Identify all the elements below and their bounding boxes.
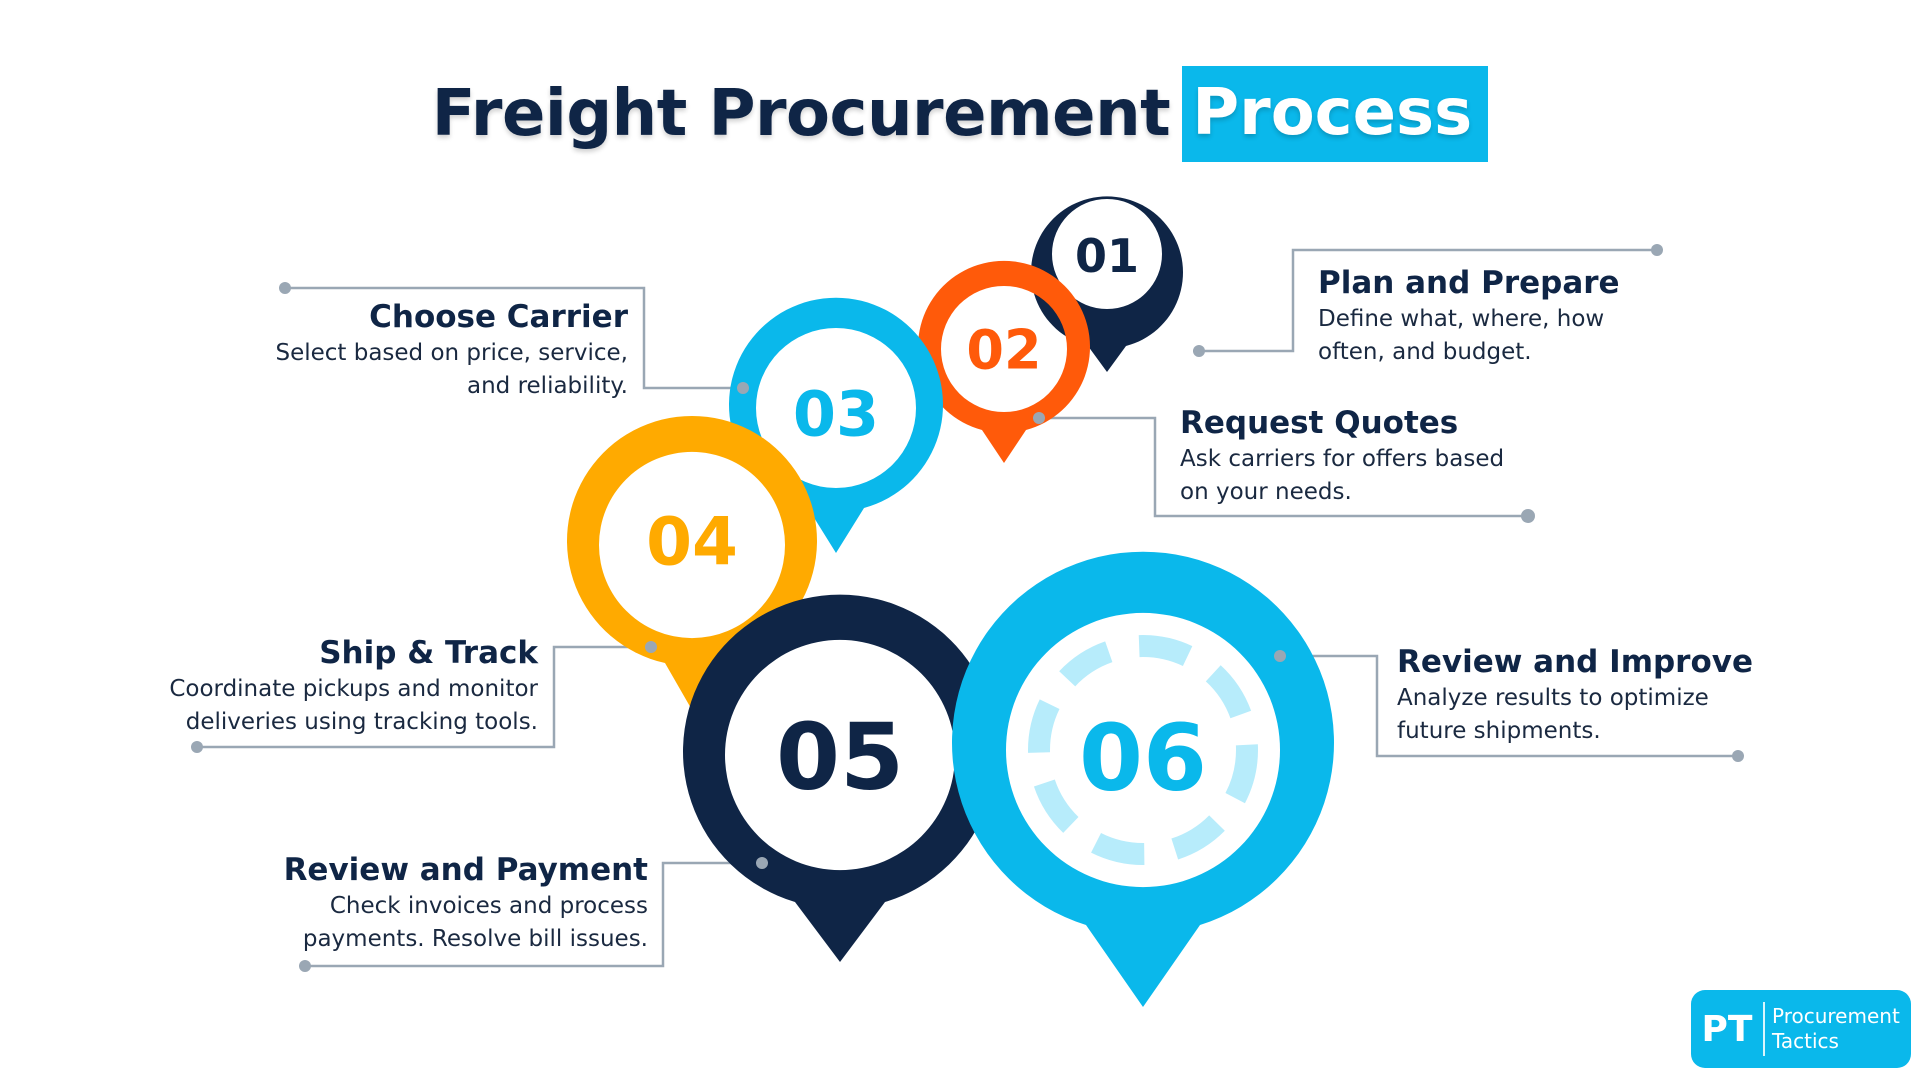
connector-lines bbox=[197, 248, 1735, 968]
pin-02: 02 bbox=[918, 260, 1090, 463]
pin-03: 03 bbox=[728, 297, 943, 553]
pin-06-number: 06 bbox=[1079, 705, 1207, 812]
step-title: Ship & Track bbox=[319, 635, 538, 671]
dot-05-pin bbox=[756, 857, 768, 869]
dot-01-end bbox=[1651, 244, 1663, 256]
pin-02-shape bbox=[918, 260, 1090, 463]
logo-mark: PT bbox=[1701, 1008, 1753, 1050]
pin-05: 05 bbox=[683, 594, 998, 962]
connector-06 bbox=[1280, 654, 1735, 758]
step-description-line: payments. Resolve bill issues. bbox=[302, 926, 648, 952]
title-main: Freight Procurement bbox=[431, 77, 1171, 151]
dot-03-pin bbox=[737, 382, 749, 394]
logo-name-line: Procurement bbox=[1772, 1004, 1900, 1028]
step-description-line: Check invoices and process bbox=[329, 893, 648, 919]
dot-01-pin bbox=[1193, 345, 1205, 357]
pin-02-number: 02 bbox=[966, 319, 1041, 382]
connector-01 bbox=[1193, 248, 1654, 353]
step-description-line: and reliability. bbox=[467, 373, 628, 399]
step-title: Plan and Prepare bbox=[1318, 265, 1620, 301]
step-description-line: future shipments. bbox=[1397, 718, 1601, 744]
logo-divider bbox=[1763, 1002, 1765, 1056]
connector-04 bbox=[197, 645, 651, 749]
page-title: Freight Procurement Process bbox=[0, 66, 1920, 162]
step-label-05: Review and Payment Check invoices and pr… bbox=[284, 850, 648, 956]
dot-06-pin bbox=[1274, 650, 1286, 662]
dot-04-end bbox=[191, 741, 203, 753]
step-title: Request Quotes bbox=[1180, 405, 1459, 441]
step-description-line: Select based on price, service, bbox=[275, 340, 628, 366]
pin-06-dashed-ring bbox=[1028, 635, 1258, 865]
step-description-line: on your needs. bbox=[1180, 479, 1352, 505]
dot-03-end bbox=[279, 282, 291, 294]
pin-06-shape bbox=[951, 551, 1335, 1007]
pin-06: 06 bbox=[951, 551, 1335, 1007]
step-description-line: deliveries using tracking tools. bbox=[185, 709, 538, 735]
step-label-06: Review and Improve Analyze results to op… bbox=[1397, 642, 1753, 748]
step-description-line: Analyze results to optimize bbox=[1397, 685, 1709, 711]
step-title: Choose Carrier bbox=[369, 299, 628, 335]
dot-05-end bbox=[299, 960, 311, 972]
logo-name: Procurement Tactics bbox=[1765, 1004, 1900, 1054]
pin-04: 04 bbox=[567, 415, 817, 710]
pin-01-number: 01 bbox=[1075, 229, 1139, 283]
dot-06-end bbox=[1732, 750, 1744, 762]
connector-02 bbox=[1037, 416, 1525, 518]
brand-logo: PT Procurement Tactics bbox=[1691, 990, 1911, 1068]
dot-02-pin bbox=[1033, 412, 1045, 424]
dot-04-pin bbox=[645, 641, 657, 653]
connector-dots bbox=[191, 244, 1744, 972]
connector-05 bbox=[305, 861, 761, 968]
step-label-03: Choose Carrier Select based on price, se… bbox=[275, 297, 628, 403]
step-title: Review and Improve bbox=[1397, 644, 1754, 680]
step-description-line: Coordinate pickups and monitor bbox=[169, 676, 538, 702]
title-highlight: Process bbox=[1182, 66, 1489, 162]
step-description-line: Ask carriers for offers based bbox=[1180, 446, 1505, 472]
pin-05-shape bbox=[683, 594, 998, 962]
pin-04-number: 04 bbox=[646, 504, 738, 581]
pin-03-number: 03 bbox=[793, 378, 879, 451]
pin-05-number: 05 bbox=[776, 704, 904, 811]
connector-03 bbox=[285, 286, 743, 390]
step-label-04: Ship & Track Coordinate pickups and moni… bbox=[169, 633, 538, 739]
step-description-line: Define what, where, how bbox=[1318, 306, 1605, 332]
step-description-line: often, and budget. bbox=[1318, 339, 1532, 365]
logo-name-line: Tactics bbox=[1772, 1029, 1839, 1053]
step-label-02: Request Quotes Ask carriers for offers b… bbox=[1180, 403, 1504, 509]
step-title: Review and Payment bbox=[283, 852, 648, 888]
dot-02-end bbox=[1521, 509, 1535, 523]
step-label-01: Plan and Prepare Define what, where, how… bbox=[1318, 263, 1620, 369]
